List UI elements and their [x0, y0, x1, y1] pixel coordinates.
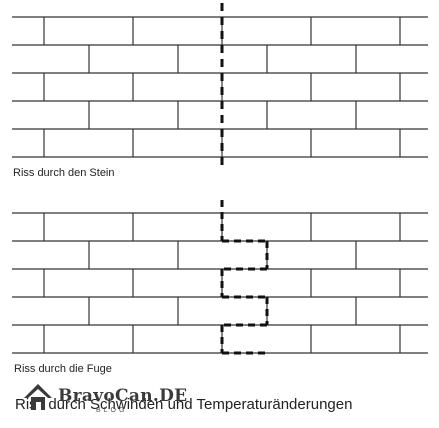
caption-crack-through-joint: Riss durch die Fuge [14, 363, 112, 375]
watermark-brand: BravoCan.DE [58, 386, 188, 406]
watermark-subtitle: BLOG [96, 407, 128, 414]
figure-caption: Riss durch Schwinden und Temperaturänder… [15, 396, 353, 413]
caption-crack-through-stone: Riss durch den Stein [13, 167, 115, 179]
house-icon [24, 384, 52, 410]
crack-through-joint [220, 200, 269, 355]
watermark-logo: BravoCan.DE BLOG [20, 374, 187, 420]
wall-bottom [12, 212, 428, 354]
wall-top [12, 16, 428, 158]
